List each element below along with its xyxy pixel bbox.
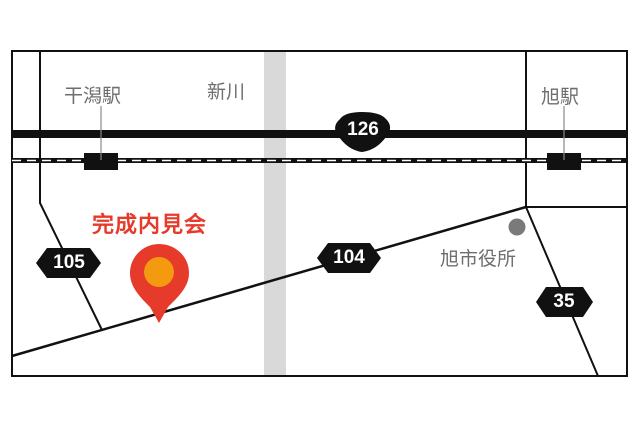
- map-frame: [11, 50, 628, 377]
- route-126-number: 126: [347, 119, 379, 140]
- station-asahi-marker: [547, 153, 581, 170]
- station-higata-marker: [84, 153, 118, 170]
- railway-line: [12, 158, 627, 163]
- destination-label: 完成内見会: [92, 213, 208, 238]
- route-105-shield-icon: [36, 248, 101, 278]
- city-hall-dot-icon: [508, 218, 526, 236]
- road-104: [11, 205, 527, 358]
- river-shinkawa-label: 新川: [207, 81, 246, 103]
- city-hall-label: 旭市役所: [440, 248, 517, 270]
- route-104-number: 104: [333, 247, 365, 268]
- route-105-number: 105: [53, 252, 85, 273]
- station-asahi-label: 旭駅: [541, 86, 580, 108]
- map-pin-icon: [130, 244, 189, 323]
- route-35-number: 35: [553, 291, 575, 312]
- route-104-shield-icon: [317, 243, 381, 273]
- station-higata-label: 干潟駅: [64, 85, 122, 107]
- route-126-shield-icon: [335, 112, 391, 152]
- route-35-shield-icon: [536, 287, 593, 317]
- river-shinkawa: [264, 51, 286, 376]
- road-126: [12, 130, 627, 138]
- road-left-vertical: [39, 51, 103, 331]
